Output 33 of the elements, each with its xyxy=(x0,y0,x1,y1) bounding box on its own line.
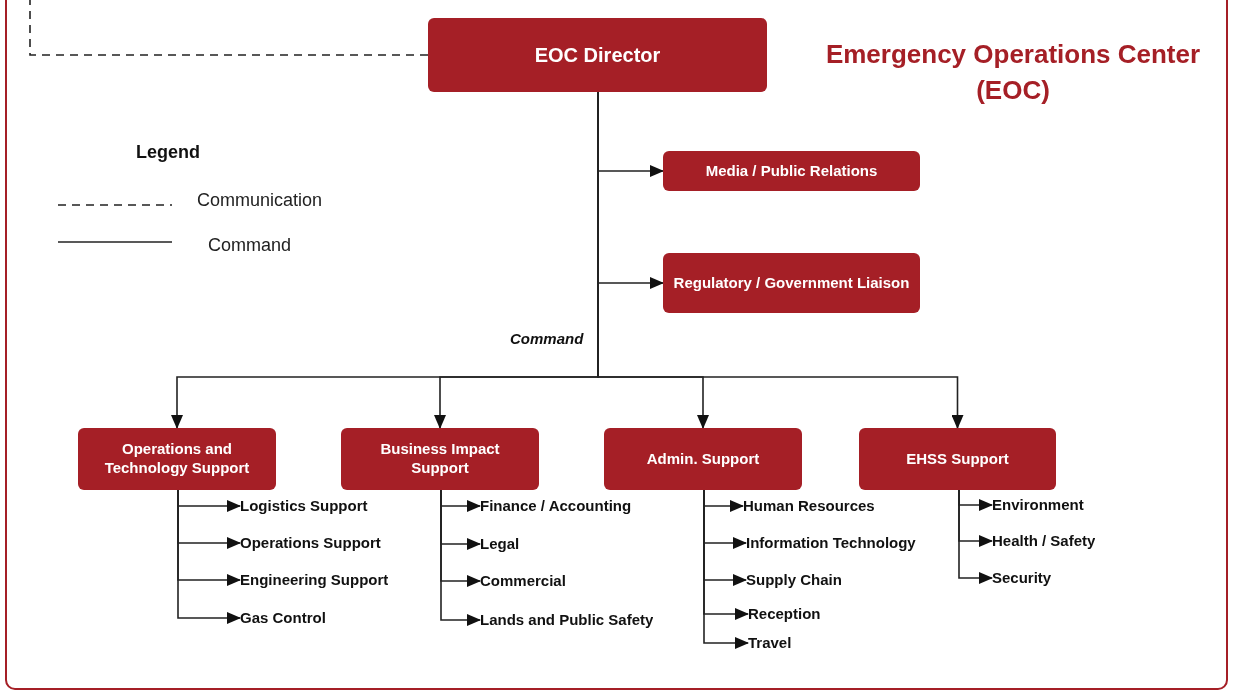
unit-label: Human Resources xyxy=(743,496,875,516)
role-box: Regulatory / Government Liaison xyxy=(663,253,920,313)
unit-label: Supply Chain xyxy=(746,570,842,590)
unit-label: Lands and Public Safety xyxy=(480,610,654,630)
edge-label: Command xyxy=(510,330,584,347)
unit-label: Information Technology xyxy=(746,533,916,553)
unit-label: Travel xyxy=(748,633,792,653)
unit-label: Commercial xyxy=(480,571,566,591)
unit-label: Gas Control xyxy=(240,608,326,628)
group-frame xyxy=(5,0,1228,690)
role-box: EHSS Support xyxy=(859,428,1056,490)
frame-title: Emergency Operations Center (EOC) xyxy=(824,38,1202,107)
role-box: EOC Director xyxy=(428,18,767,92)
role-box: Media / Public Relations xyxy=(663,151,920,191)
unit-label: Health / Safety xyxy=(992,531,1096,551)
unit-label: Legal xyxy=(480,534,520,554)
unit-label: Environment xyxy=(992,495,1084,515)
unit-label: Operations Support xyxy=(240,533,381,553)
unit-label: Finance / Accounting xyxy=(480,496,632,516)
role-box: Admin. Support xyxy=(604,428,802,490)
unit-label: Engineering Support xyxy=(240,570,389,590)
connector-arrow xyxy=(177,489,241,624)
unit-label: Security xyxy=(992,568,1052,588)
connector-arrow xyxy=(958,489,993,584)
unit-label: Reception xyxy=(748,604,821,624)
legend-title: Legend xyxy=(136,142,200,163)
connector-arrow xyxy=(703,489,749,649)
role-box: Business Impact Support xyxy=(341,428,539,490)
role-box: Operations and Technology Support xyxy=(78,428,276,490)
legend-label: Communication xyxy=(197,190,323,211)
legend-label: Command xyxy=(208,235,292,256)
unit-label: Logistics Support xyxy=(240,496,368,516)
connector-arrow xyxy=(440,489,481,626)
